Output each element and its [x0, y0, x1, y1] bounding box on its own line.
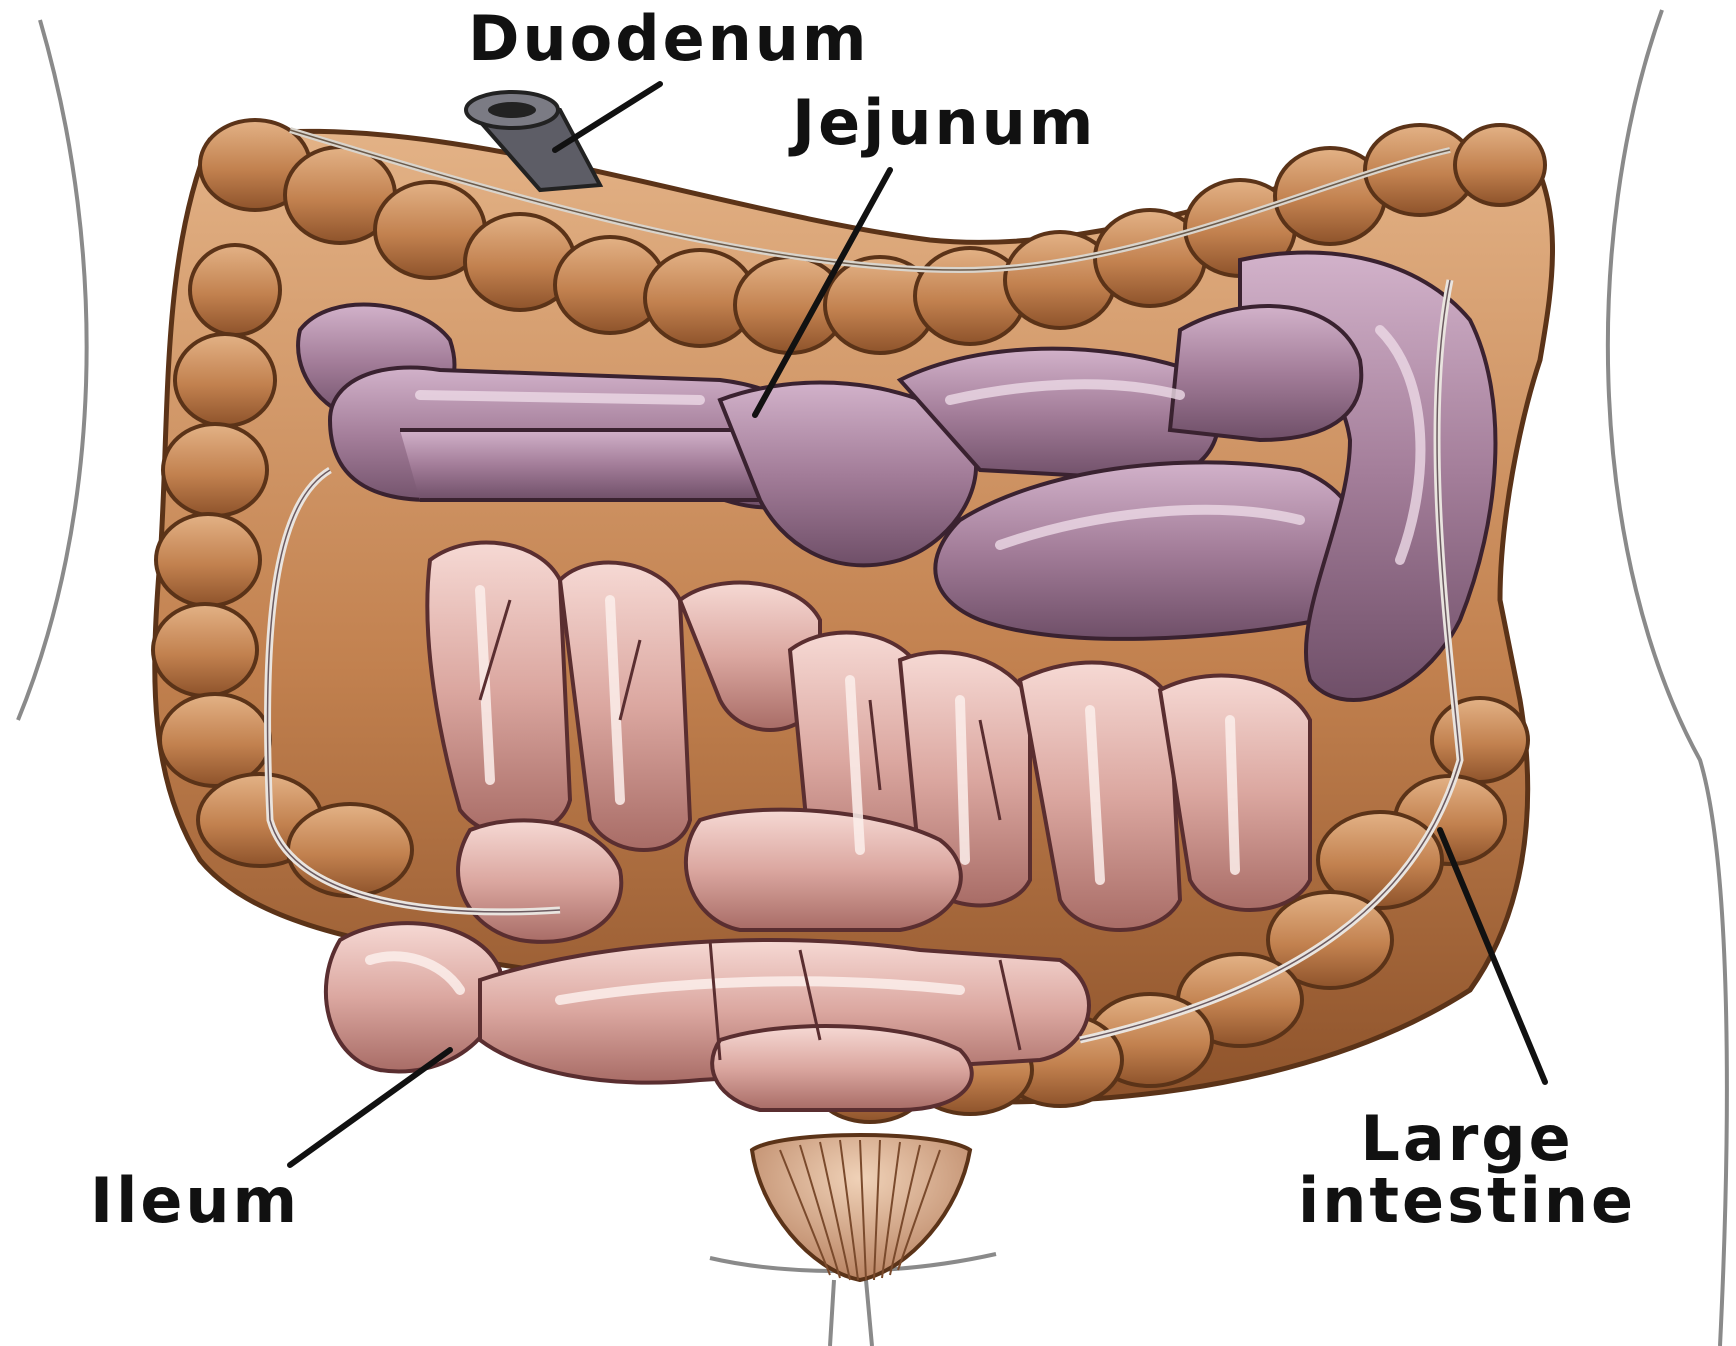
- label-large-intestine: Large intestine: [1298, 1108, 1636, 1232]
- rectum-muscle: [752, 1135, 970, 1280]
- label-ileum: Ileum: [90, 1170, 300, 1232]
- body-outline-left: [18, 20, 87, 720]
- label-duodenum: Duodenum: [468, 8, 870, 70]
- leader-line-duodenum: [555, 84, 660, 150]
- label-large-intestine-line1: Large: [1298, 1108, 1636, 1170]
- label-large-intestine-line2: intestine: [1298, 1170, 1636, 1232]
- anal-canal-line: [830, 1280, 872, 1346]
- label-jejunum: Jejunum: [792, 92, 1096, 154]
